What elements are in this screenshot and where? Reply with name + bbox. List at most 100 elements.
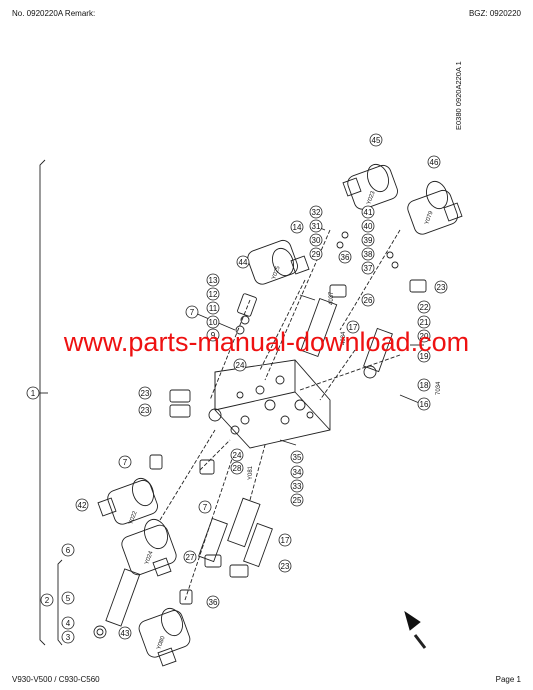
svg-text:2: 2 [45,596,50,605]
callout-27: 27 [183,550,197,564]
callout-9: 9 [206,328,220,342]
svg-text:20: 20 [420,332,429,341]
svg-text:7: 7 [203,503,208,512]
footer-model-range: V930-V500 / C930-C560 [12,675,100,684]
svg-text:33: 33 [293,482,302,491]
callout-23a: 23 [434,280,448,294]
label-4037: 4037 [329,291,335,305]
solenoid-coil-y025 [247,239,310,285]
footer-page-number: Page 1 [495,675,521,684]
callout-42: 42 [75,498,89,512]
svg-text:30: 30 [312,236,321,245]
bracket-group-1 [39,159,46,646]
callout-43: 43 [118,626,132,640]
label-y024: Y024 [144,550,155,566]
header-document-number: No. 0920220A Remark: [12,9,96,18]
callout-41: 41 [361,205,375,219]
svg-text:3: 3 [66,633,71,642]
bracket-group-2 [57,559,63,646]
callout-23b: 23 [138,386,152,400]
svg-text:41: 41 [364,208,373,217]
callout-11: 11 [206,301,220,315]
callout-10: 10 [206,315,220,329]
svg-text:17: 17 [281,536,290,545]
svg-text:32: 32 [312,208,321,217]
label-y079: Y079 [424,210,435,226]
callout-22: 22 [417,300,431,314]
drawing-id: E0380 0920A220A 1 [454,61,463,130]
svg-text:23: 23 [437,283,446,292]
label-y025: Y025 [271,265,282,281]
svg-text:14: 14 [293,223,302,232]
svg-text:46: 46 [430,158,439,167]
solenoid-coil-y023 [342,163,398,210]
svg-text:9: 9 [211,331,216,340]
svg-text:5: 5 [66,594,71,603]
svg-text:39: 39 [364,236,373,245]
svg-text:26: 26 [364,296,373,305]
svg-text:11: 11 [209,304,218,313]
label-y080: Y080 [156,635,167,651]
svg-text:23: 23 [141,389,150,398]
callout-17b: 17 [278,533,292,547]
svg-text:34: 34 [293,468,302,477]
cartridge-valve-7034 [363,327,393,373]
solenoid-coil-y024 [121,518,177,577]
svg-text:4: 4 [66,619,71,628]
label-4034: 4034 [341,331,347,345]
svg-text:36: 36 [209,598,218,607]
callout-23c: 23 [138,403,152,417]
svg-text:35: 35 [293,453,302,462]
svg-text:43: 43 [121,629,130,638]
watermark: www.parts-manual-download.com [63,327,470,357]
svg-text:12: 12 [209,290,218,299]
callout-36a: 36 [338,250,352,264]
callout-1: 1 [26,386,40,400]
svg-text:28: 28 [233,464,242,473]
callout-30: 30 [309,233,323,247]
callout-3: 3 [61,630,75,644]
svg-text:17: 17 [349,323,358,332]
callout-44: 44 [236,255,250,269]
callout-14: 14 [290,220,304,234]
svg-text:10: 10 [209,318,218,327]
label-y081: Y081 [248,465,254,480]
callout-31: 31 [309,219,323,233]
callout-28: 28 [230,461,244,475]
cartridge-valve-4034 [300,297,338,357]
callout-24b: 24 [230,448,244,462]
callout-13: 13 [206,273,220,287]
callout-7c: 7 [185,305,199,319]
svg-text:44: 44 [239,258,248,267]
header-bgz-number: BGZ: 0920220 [468,9,521,18]
callout-21: 21 [417,315,431,329]
svg-text:7: 7 [123,458,128,467]
callout-7a: 7 [118,455,132,469]
callout-12: 12 [206,287,220,301]
callout-6: 6 [61,543,75,557]
callout-40: 40 [361,219,375,233]
callout-45: 45 [369,133,383,147]
svg-text:23: 23 [281,562,290,571]
callout-33: 33 [290,479,304,493]
svg-text:7: 7 [190,308,195,317]
svg-text:38: 38 [364,250,373,259]
svg-text:45: 45 [372,136,381,145]
svg-text:16: 16 [420,400,429,409]
callout-19: 19 [417,349,431,363]
svg-text:13: 13 [209,276,218,285]
svg-text:29: 29 [312,250,321,259]
callout-26: 26 [361,293,375,307]
callout-17a: 17 [346,320,360,334]
callout-38: 38 [361,247,375,261]
solenoid-tube [105,568,141,627]
callout-46: 46 [427,155,441,169]
callout-7b: 7 [198,500,212,514]
svg-text:22: 22 [420,303,429,312]
callout-35: 35 [290,450,304,464]
label-7034: 7034 [436,381,442,395]
svg-text:1: 1 [31,389,36,398]
callout-34: 34 [290,465,304,479]
svg-text:18: 18 [420,381,429,390]
solenoid-coil-y079 [407,180,463,235]
